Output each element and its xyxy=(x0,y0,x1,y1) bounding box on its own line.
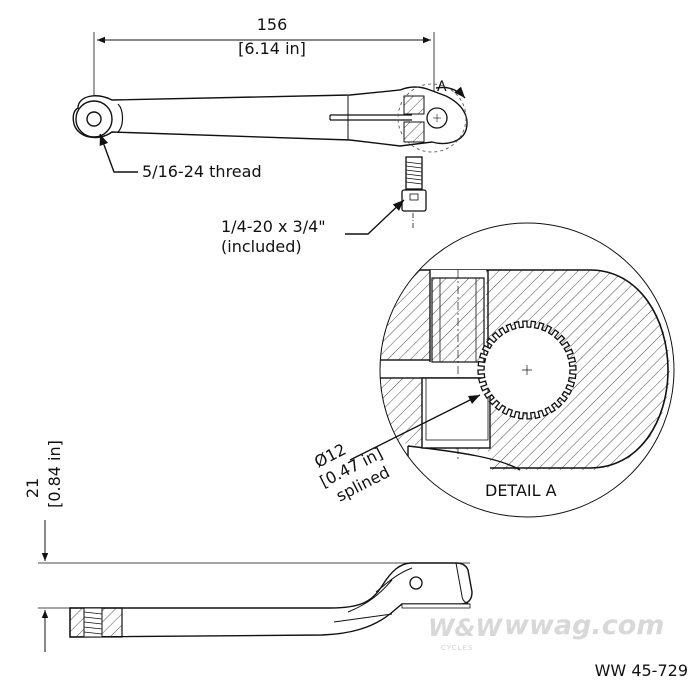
side-spline-bore xyxy=(409,576,423,590)
detail-a-label: DETAIL A xyxy=(485,481,557,500)
top-view: A 5/16-24 thread 156 [6.14 in] xyxy=(72,15,468,181)
watermark-brand: W&W xyxy=(428,614,503,642)
socket-head-bolt: 1/4-20 x 3/4" (included) xyxy=(221,156,427,256)
watermark: W&W CYCLES wwag.com xyxy=(428,610,664,652)
bolt-head xyxy=(401,189,427,212)
side-view: 21 [0.84 in] xyxy=(23,440,473,652)
bolt-shank xyxy=(405,156,423,190)
spline-leader xyxy=(349,394,481,461)
part-number: WW 45-729 xyxy=(595,661,688,680)
detail-marker: A xyxy=(437,79,447,95)
bolt-leader xyxy=(345,199,405,235)
lever-side-profile xyxy=(69,562,473,638)
thread-hole xyxy=(86,111,102,127)
watermark-tagline: CYCLES xyxy=(441,644,473,652)
height-mm-label: 21 xyxy=(23,478,42,498)
thread-callout: 5/16-24 thread xyxy=(142,162,262,181)
detail-a-view: DETAIL A Ø12 [0.47 in] splined xyxy=(311,222,675,518)
detail-a-circle xyxy=(379,222,675,518)
length-in-label: [6.14 in] xyxy=(238,39,306,58)
height-in-label: [0.84 in] xyxy=(45,440,64,508)
bolt-size-callout: 1/4-20 x 3/4" xyxy=(221,217,326,236)
bolt-included-note: (included) xyxy=(221,237,302,256)
thread-leader xyxy=(99,133,138,173)
detail-a-indicator-circle xyxy=(397,83,467,153)
lever-arm-outline xyxy=(72,86,468,147)
watermark-site: wwag.com xyxy=(504,610,664,641)
length-mm-label: 156 xyxy=(257,15,288,34)
